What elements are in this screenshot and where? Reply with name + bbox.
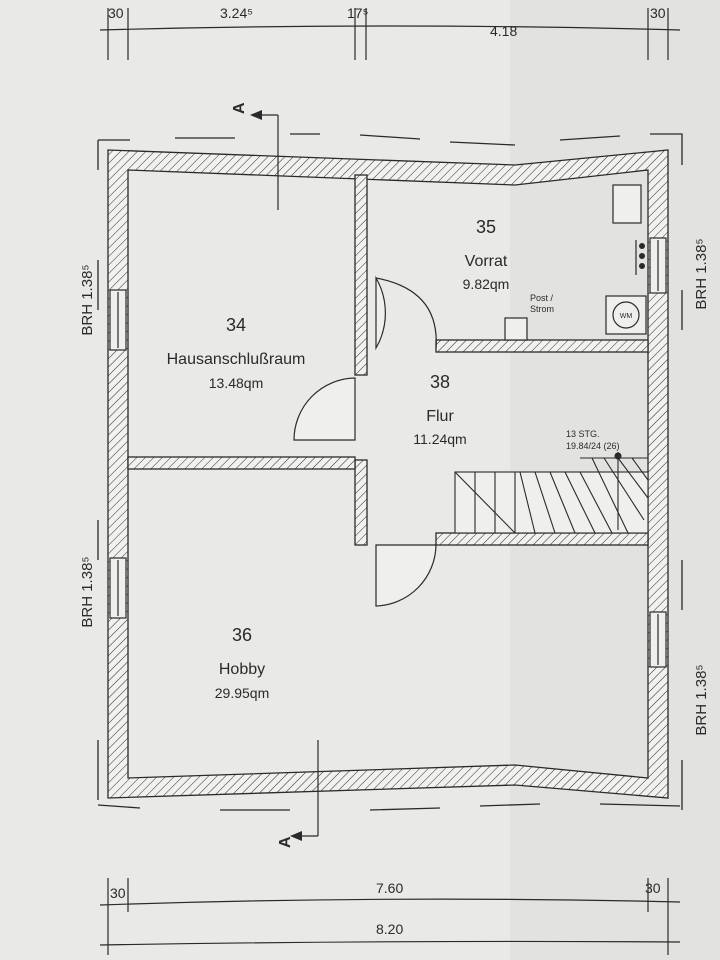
room-34-area: 13.48qm [209,375,263,391]
top-dimension-chain: 30 3.24⁵ 17⁵ 4.18 30 [99,5,681,60]
washing-machine-label: WM [620,313,633,320]
bottom-dimension-chain: 30 7.60 30 8.20 [99,878,681,955]
doors [293,275,437,607]
outer-frame-lines [97,133,683,811]
dim-bottom-760: 7.60 [376,880,403,896]
dim-bottom-30-left: 30 [110,885,126,901]
brh-label-left-top: BRH 1.38⁵ [79,264,96,335]
dim-bottom-30-right: 30 [645,880,661,896]
vorrat-fixtures [504,184,647,341]
stairs-steps-label: 13 STG. [566,429,600,439]
room-35-number: 35 [476,217,496,237]
dim-top-175: 17⁵ [347,5,368,21]
room-36-area: 29.95qm [215,685,269,701]
dim-top-30-right: 30 [650,5,666,21]
windows [109,237,667,668]
brh-label-left-bottom: BRH 1.38⁵ [79,556,96,627]
brh-label-right-bottom: BRH 1.38⁵ [693,664,710,735]
room-35-name: Vorrat [465,253,508,270]
room-38-number: 38 [430,372,450,392]
strom-label: Strom [530,304,554,314]
staircase [454,452,649,534]
room-38-area: 11.24qm [413,431,466,447]
room-38-name: Flur [426,408,454,425]
room-35-area: 9.82qm [463,276,510,292]
room-36-number: 36 [232,625,252,645]
stairs-rise-label: 19.84/24 (26) [566,441,620,451]
room-36-name: Hobby [219,661,265,678]
post-label: Post / [530,293,554,303]
section-marker-bottom: A [277,836,294,848]
brh-label-right-top: BRH 1.38⁵ [693,238,710,309]
section-cut-bottom [290,740,319,841]
section-cut-top [250,110,279,210]
dim-top-324: 3.24⁵ [220,5,253,21]
room-34-name: Hausanschlußraum [167,351,306,368]
dim-bottom-820: 8.20 [376,921,403,937]
walls [107,149,669,799]
dim-top-30-left: 30 [108,5,124,21]
section-marker-top: A [231,102,248,114]
room-34-number: 34 [226,315,246,335]
dim-top-418: 4.18 [490,23,517,39]
